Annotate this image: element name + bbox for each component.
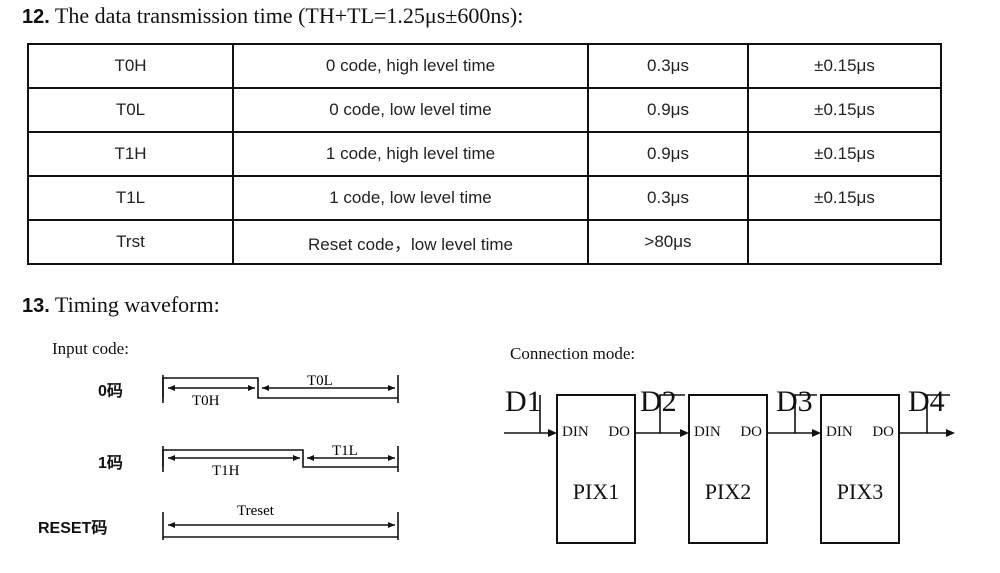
timing-description: Reset code，low level time [232,219,589,265]
table-row: T1H 1 code, high level time 0.9μs ±0.15μ… [27,131,942,177]
arrowhead [307,455,314,461]
do-pin-label: DO [608,424,630,440]
arrowhead [548,429,557,437]
pixel-box-pix1: DIN DO PIX1 [556,394,636,544]
reset-code-label: RESET码 [38,520,108,537]
arrowhead [680,429,689,437]
section-title-timing-waveform: 13. Timing waveform: [22,292,220,318]
arrowhead [388,522,395,528]
timing-value: 0.9μs [587,131,749,177]
t0h-label: T0H [192,393,220,409]
input-code-label: Input code: [52,339,129,358]
pixel-name: PIX3 [836,479,884,504]
pixel-box-pix2: DIN DO PIX2 [688,394,768,544]
section-number: 12. [22,6,50,28]
timing-name: Trst [27,219,234,265]
table-row: T0H 0 code, high level time 0.3μs ±0.15μ… [27,43,942,89]
timing-name: T1H [27,131,234,177]
do-pin-label: DO [740,424,762,440]
timing-value: 0.3μs [587,175,749,221]
timing-value: 0.3μs [587,43,749,89]
t0l-label: T0L [307,373,333,389]
t1h-label: T1H [212,463,240,479]
node-d3: D3 [776,385,813,418]
t1l-label: T1L [332,443,358,459]
arrowhead [262,385,269,391]
timing-description: 0 code, high level time [232,43,589,89]
arrowhead [293,455,300,461]
do-pin-label: DO [872,424,894,440]
arrowhead [168,385,175,391]
timing-name: T0L [27,87,234,133]
pixel-box-pix3: DIN DO PIX3 [820,394,900,544]
arrowhead [248,385,255,391]
table-row: T1L 1 code, low level time 0.3μs ±0.15μs [27,175,942,221]
node-d2: D2 [640,385,677,418]
timing-tolerance: ±0.15μs [747,43,942,89]
section-number: 13. [22,295,50,317]
section-title-text: Timing waveform: [54,292,220,317]
timing-table: T0H 0 code, high level time 0.3μs ±0.15μ… [27,43,942,265]
timing-tolerance: ±0.15μs [747,87,942,133]
din-pin-label: DIN [562,424,589,440]
table-row: T0L 0 code, low level time 0.9μs ±0.15μs [27,87,942,133]
connection-mode-label: Connection mode: [510,344,636,363]
node-d1: D1 [505,385,542,418]
arrowhead [388,455,395,461]
timing-description: 0 code, low level time [232,87,589,133]
timing-name: T1L [27,175,234,221]
section-title-text: The data transmission time (TH+TL=1.25μs… [54,3,524,28]
timing-value: 0.9μs [587,87,749,133]
pixel-name: PIX2 [704,479,752,504]
timing-description: 1 code, high level time [232,131,589,177]
wire-d4 [900,394,950,434]
arrowhead [946,429,955,437]
timing-tolerance [747,219,942,265]
arrowhead [388,385,395,391]
timing-tolerance: ±0.15μs [747,175,942,221]
node-d4: D4 [908,385,945,418]
timing-tolerance: ±0.15μs [747,131,942,177]
arrowhead [812,429,821,437]
arrowhead [168,455,175,461]
section-title-data-transmission: 12. The data transmission time (TH+TL=1.… [22,3,523,29]
table-row: Trst Reset code，low level time >80μs [27,219,942,265]
timing-description: 1 code, low level time [232,175,589,221]
timing-name: T0H [27,43,234,89]
din-pin-label: DIN [826,424,853,440]
treset-label: Treset [237,503,275,519]
din-pin-label: DIN [694,424,721,440]
timing-value: >80μs [587,219,749,265]
wire-d3 [768,394,817,434]
wire-d2 [636,394,685,434]
arrowhead [168,522,175,528]
pixel-name: PIX1 [572,479,620,504]
code0-label: 0码 [98,383,123,400]
code1-label: 1码 [98,455,123,472]
